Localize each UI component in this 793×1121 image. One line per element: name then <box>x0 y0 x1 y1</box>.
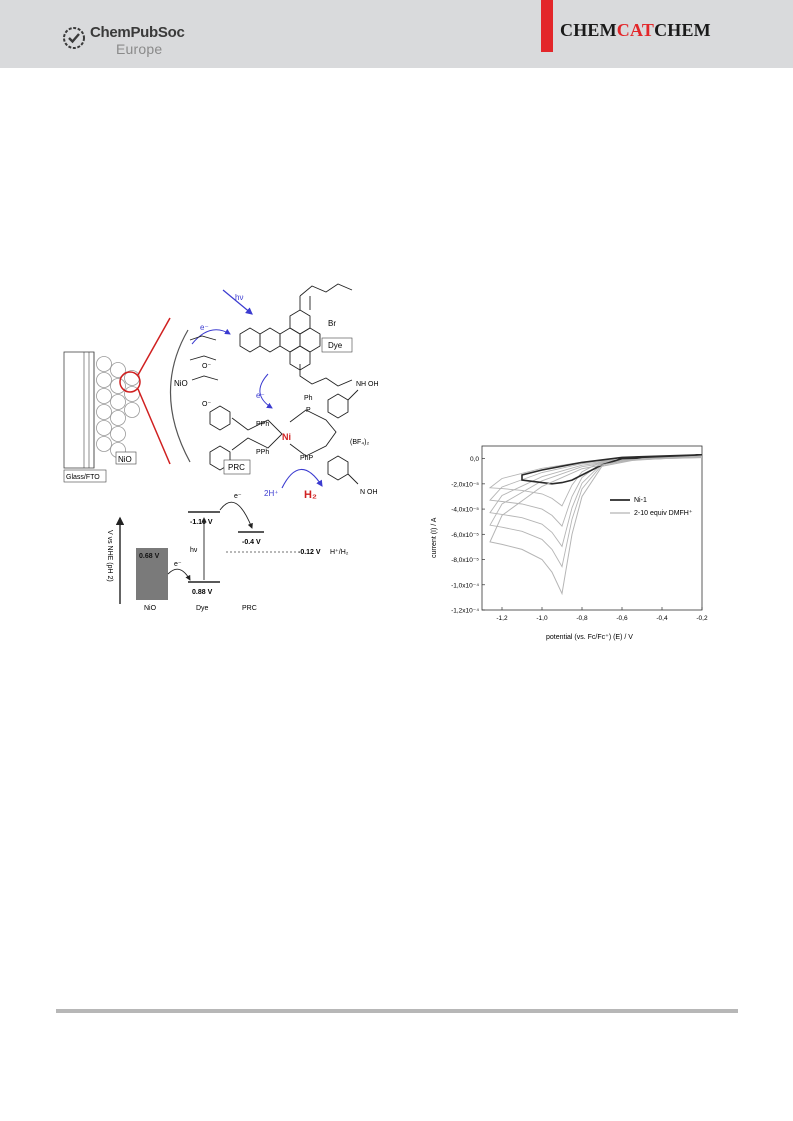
y-tick-label: -1,0x10⁻⁴ <box>451 582 479 589</box>
footer-rule <box>56 1009 738 1013</box>
x-tick-label: -0,6 <box>616 615 628 622</box>
cv-y-axis-label: current (I) / A <box>431 517 438 558</box>
atom-br1: Br <box>328 319 336 328</box>
x-tick-label: -0,8 <box>576 615 588 622</box>
electron-label-top: e⁻ <box>200 323 209 332</box>
h2-label: H₂ <box>304 489 317 501</box>
energy-electron-1: e⁻ <box>174 561 182 568</box>
legend-label-dmfh: 2-10 equiv DMFH⁺ <box>634 509 693 517</box>
journal-title[interactable]: CHEMCATCHEM <box>560 20 711 41</box>
ni-label: Ni <box>282 432 291 442</box>
y-tick-label: -2,0x10⁻⁵ <box>451 481 479 488</box>
x-tick-label: -1,0 <box>536 615 548 622</box>
energy-hv-label: hν <box>190 547 198 554</box>
nio-surface-arc <box>169 329 191 463</box>
atom-pph2: PPh <box>256 449 269 456</box>
atom-n-oh: N OH <box>360 489 378 496</box>
energy-col-nio: NiO <box>144 605 157 612</box>
y-tick-label: -4,0x10⁻⁵ <box>451 507 479 514</box>
dye-excited-label: -1.16 V <box>190 519 213 526</box>
nio-box-label: NiO <box>118 455 132 464</box>
nio-surface-label: NiO <box>174 379 188 388</box>
atom-pph1: PPh <box>256 421 269 428</box>
atom-php: PhP <box>300 455 314 462</box>
y-tick-label: 0,0 <box>470 456 479 463</box>
dye-molecule <box>189 283 353 387</box>
series-line-ni1 <box>521 454 703 485</box>
prc-complex <box>209 389 359 485</box>
proton-couple-label: H⁺/H₂ <box>330 548 349 556</box>
photocathode-scheme: NiO Glass/FTO NiO hν e⁻ e⁻ Br Br O⁻ O⁻ D… <box>63 283 379 612</box>
atom-p: P <box>306 407 311 414</box>
journal-title-part1: CHEM <box>560 20 617 40</box>
cv-chart: 0,0 -2,0x10⁻⁵ -4,0x10⁻⁵ -6,0x10⁻⁵ -8,0x10⁻⁵ -… <box>431 445 708 641</box>
nio-level-label: 0.68 V <box>139 553 160 560</box>
energy-electron-2: e⁻ <box>234 493 242 500</box>
plot-frame <box>481 445 703 611</box>
journal-title-part2: CAT <box>616 20 655 40</box>
publisher-region: Europe <box>116 41 163 57</box>
legend-label-ni1: Ni-1 <box>634 497 647 504</box>
series-line-dmfh-intermediate <box>489 456 703 548</box>
cv-x-axis-label: potential (vs. Fc/Fc⁺) (E) / V <box>546 633 633 641</box>
x-tick-label: -0,2 <box>696 615 708 622</box>
y-tick-label: -6,0x10⁻⁵ <box>451 532 479 539</box>
protons-label: 2H⁺ <box>264 489 278 498</box>
atom-o-neg2: O⁻ <box>202 401 211 408</box>
energy-col-dye: Dye <box>196 605 209 612</box>
y-tick-label: -1,2x10⁻⁴ <box>451 608 479 615</box>
x-tick-label: -1,2 <box>496 615 508 622</box>
bf4-label: (BF₄)₂ <box>350 439 369 446</box>
journal-title-part3: CHEM <box>654 20 711 40</box>
glass-fto-slab <box>63 351 95 469</box>
publisher-name: ChemPubSoc <box>90 24 185 41</box>
series-line-dmfh <box>489 455 703 596</box>
dye-label: Dye <box>328 341 343 350</box>
glass-fto-label: Glass/FTO <box>66 474 100 481</box>
proton-level-label: -0.12 V <box>298 549 321 556</box>
energy-axis-label: V vs NHE (pH 2) <box>106 530 113 582</box>
x-tick-label: -0,4 <box>656 615 668 622</box>
publisher-logo[interactable]: ChemPubSoc Europe <box>62 20 202 60</box>
nio-level-box <box>136 548 168 600</box>
atom-o-neg1: O⁻ <box>202 363 211 370</box>
nio-nanoparticles <box>96 356 140 458</box>
hv-label-top: hν <box>235 293 243 302</box>
zoom-circle <box>119 371 141 393</box>
chempubsoc-star-icon <box>63 27 85 49</box>
atom-nh-oh: NH OH <box>356 381 379 388</box>
cv-legend: Ni-1 2-10 equiv DMFH⁺ <box>610 497 693 517</box>
header-band <box>0 0 793 68</box>
atom-ph: Ph <box>304 395 313 402</box>
series-line-dmfh-intermediate <box>488 457 703 507</box>
journal-accent-tab <box>541 0 553 52</box>
y-tick-label: -8,0x10⁻⁵ <box>451 557 479 564</box>
energy-col-prc: PRC <box>242 605 257 612</box>
prc-label: PRC <box>228 463 245 472</box>
dye-ground-label: 0.88 V <box>192 589 213 596</box>
series-line-dmfh-intermediate <box>489 456 703 568</box>
prc-level-label: -0.4 V <box>242 539 261 546</box>
